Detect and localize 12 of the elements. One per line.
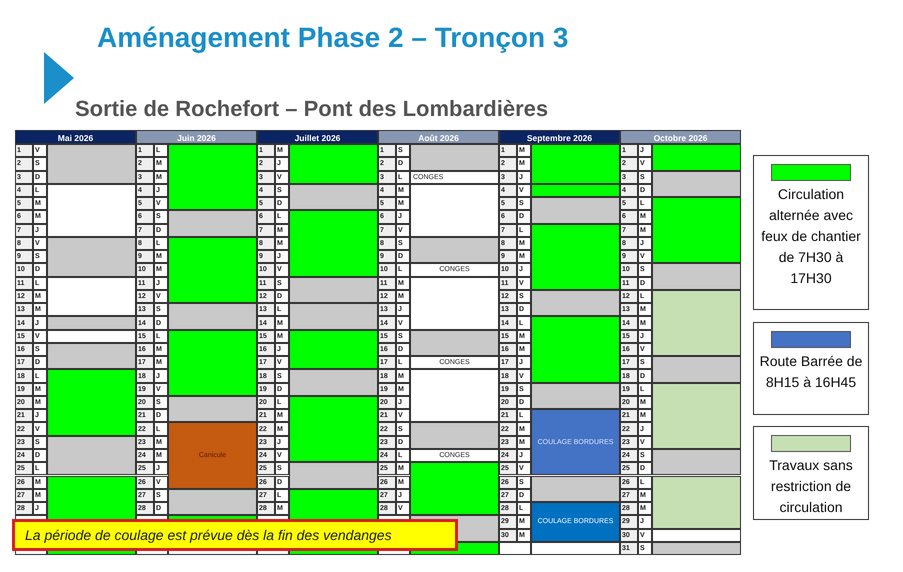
month-header: Juillet 2026 bbox=[257, 130, 378, 144]
legend-text: Route Barrée de 8H15 à 16H45 bbox=[758, 352, 864, 392]
month-header: Octobre 2026 bbox=[620, 130, 741, 144]
note-box: La période de coulage est prévue dès la fin des vendanges bbox=[12, 519, 458, 551]
month-header: Mai 2026 bbox=[15, 130, 136, 144]
title: Aménagement Phase 2 – Tronçon 3 bbox=[97, 22, 568, 54]
month-header: Septembre 2026 bbox=[499, 130, 620, 144]
legend-text: Circulation alternée avec feux de chantier de 7H30 à 17H30 bbox=[760, 185, 862, 288]
subtitle: Sortie de Rochefort – Pont des Lombardières bbox=[75, 96, 548, 122]
legend-text: Travaux sans restriction de circulation bbox=[768, 456, 854, 517]
month-header: Juin 2026 bbox=[136, 130, 257, 144]
month-header: Août 2026 bbox=[378, 130, 499, 144]
